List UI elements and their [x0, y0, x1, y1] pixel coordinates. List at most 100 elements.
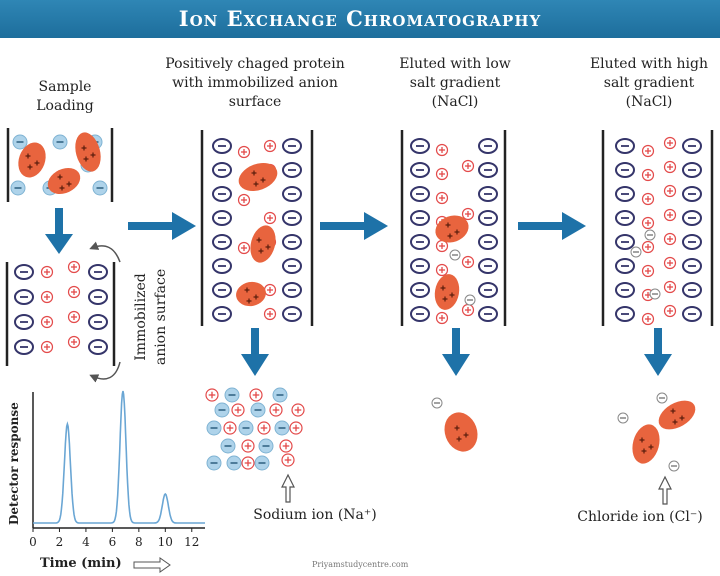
sodium-ion [435, 239, 449, 253]
sodium-ion [281, 453, 295, 467]
x-tick-label-12: 12 [184, 535, 199, 549]
sodium-ion [67, 335, 81, 349]
sodium-ion [461, 303, 475, 317]
immobilized-anion [282, 282, 302, 298]
immobilized-anion [682, 186, 702, 202]
x-tick-label-6: 6 [109, 535, 117, 549]
label-column-3-line3: (NaCl) [431, 94, 479, 110]
x-tick-label-10: 10 [158, 535, 173, 549]
immobilized-anion [478, 234, 498, 250]
label-column-4-line1: Eluted with high [589, 56, 709, 72]
sodium-ion [641, 216, 655, 230]
immobilized-anion [212, 186, 232, 202]
sodium-ion [40, 290, 54, 304]
immobilized-anion [282, 258, 302, 274]
arrow-down-column-2 [241, 328, 269, 376]
column-3 [400, 130, 507, 326]
immobilized-anion [410, 186, 430, 202]
sodium-ion [663, 280, 677, 294]
free-anion [258, 438, 274, 454]
sodium-ion [461, 159, 475, 173]
immobilized-anion [410, 138, 430, 154]
immobilized-anion [478, 162, 498, 178]
sodium-ion [291, 403, 305, 417]
x-tick-label-2: 2 [56, 535, 64, 549]
immobilized-anion [615, 258, 635, 274]
free-anion [254, 455, 270, 471]
positive-protein [238, 162, 278, 192]
positive-protein [632, 424, 660, 464]
chloride-ion [449, 249, 461, 261]
immobilized-anion [615, 186, 635, 202]
sodium-ion [223, 421, 237, 435]
curved-pointer-bottom [89, 361, 121, 383]
label-column-2-line2: with immobilized anion [172, 75, 338, 91]
immobilized-anion [410, 234, 430, 250]
chloride-ion [431, 397, 443, 409]
immobilized-anion [478, 282, 498, 298]
sodium-ion [435, 191, 449, 205]
sodium-ion [663, 208, 677, 222]
label-sodium-ion: Sodium ion (Na⁺) [253, 507, 377, 523]
sodium-ion [435, 167, 449, 181]
arrow-right-1 [128, 212, 196, 240]
positive-protein [444, 412, 478, 452]
label-column-4-line2: salt gradient [603, 75, 695, 91]
sodium-ion [641, 240, 655, 254]
sodium-ion [269, 403, 283, 417]
immobilized-anion [212, 234, 232, 250]
chloride-ion [649, 288, 661, 300]
sodium-ion [237, 241, 251, 255]
positive-protein [658, 400, 696, 430]
sodium-ion [263, 139, 277, 153]
immobilized-anion [615, 306, 635, 322]
immobilized-anion [478, 210, 498, 226]
x-tick-label-4: 4 [82, 535, 90, 549]
sodium-ion [461, 207, 475, 221]
sodium-ion [263, 283, 277, 297]
label-column-2-line1: Positively chaged protein [165, 56, 345, 72]
chromatogram-trace [33, 390, 205, 524]
x-tick-label-8: 8 [135, 535, 143, 549]
immobilized-anion [212, 162, 232, 178]
immobilized-anion [410, 162, 430, 178]
immobilized-anion [682, 258, 702, 274]
sodium-ion [641, 312, 655, 326]
immobilized-anion [410, 258, 430, 274]
chloride-ion [644, 229, 656, 241]
chloride-ion [668, 460, 680, 472]
label-column-2-line3: surface [228, 94, 282, 110]
immobilized-anion [478, 258, 498, 274]
time-axis-arrow [133, 557, 171, 573]
immobilized-anion [14, 289, 34, 305]
positive-protein [434, 274, 460, 310]
chloride-ion [617, 412, 629, 424]
immobilized-anion [212, 306, 232, 322]
immobilized-anion [478, 186, 498, 202]
free-anion [272, 387, 288, 403]
label-column-3-line2: salt gradient [409, 75, 501, 91]
label-chloride-ion: Chloride ion (Cl⁻) [577, 509, 703, 525]
label-column-2: Positively chaged protein with immobiliz… [145, 55, 365, 112]
sodium-ion [263, 211, 277, 225]
chloride-ion [464, 294, 476, 306]
immobilized-anion [282, 234, 302, 250]
sodium-ion [67, 285, 81, 299]
immobilized-anion [410, 282, 430, 298]
immobilized-anion [682, 210, 702, 226]
free-anion [206, 420, 222, 436]
sodium-ion [663, 232, 677, 246]
immobilized-anion [282, 162, 302, 178]
column-4 [601, 130, 714, 326]
positive-protein [236, 281, 266, 307]
sample-column [6, 128, 114, 202]
immobilized-anion [88, 289, 108, 305]
arrow-right-2 [320, 212, 388, 240]
sodium-ion [263, 307, 277, 321]
immobilized-anion [14, 264, 34, 280]
column-2 [200, 130, 314, 326]
free-anion [274, 420, 290, 436]
immobilized-anion [410, 210, 430, 226]
immobilized-anion [88, 264, 108, 280]
